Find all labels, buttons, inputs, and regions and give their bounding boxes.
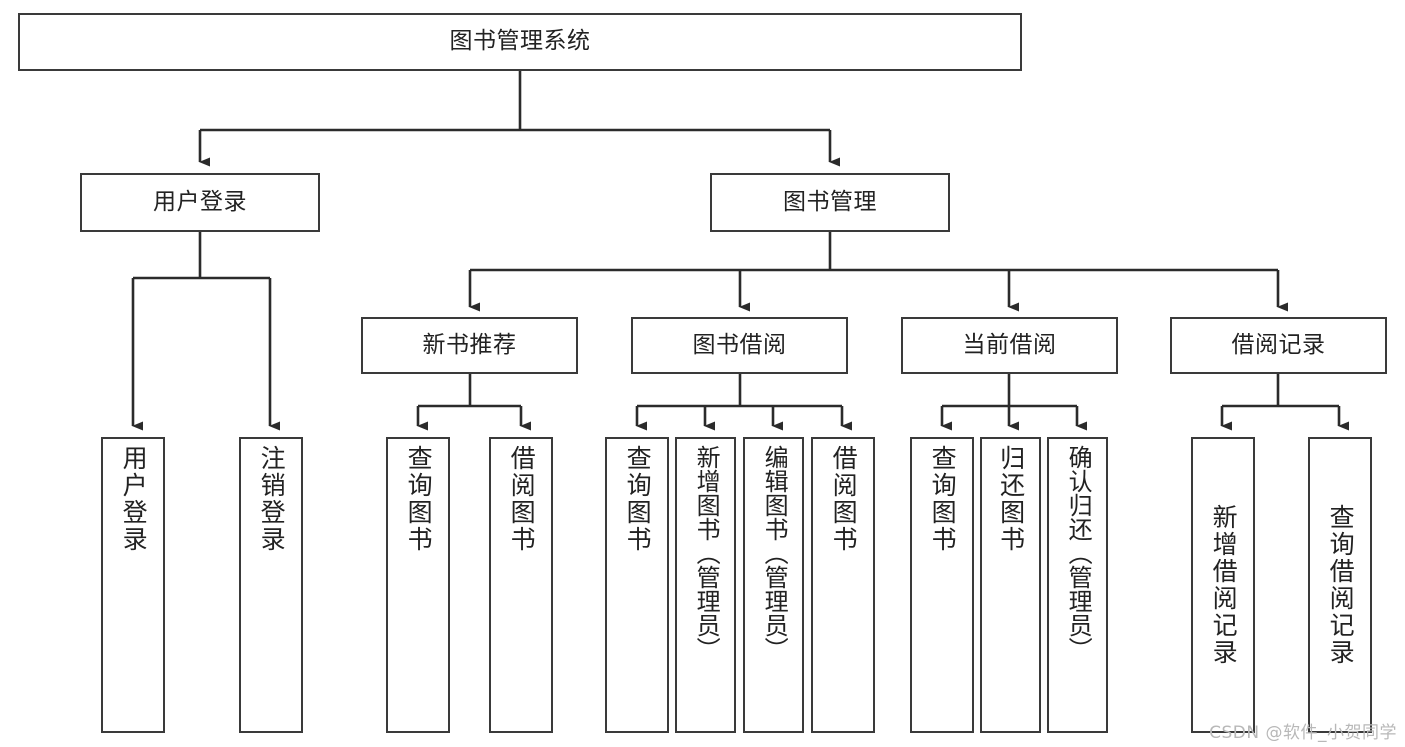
node-label: 用户登录 (153, 188, 247, 215)
node-label: 新增图书（管理员） (692, 445, 721, 661)
leaf-records-query-record[interactable]: 查询借阅记录 (1308, 437, 1372, 733)
node-label: 查询图书 (404, 445, 434, 553)
node-label: 图书管理系统 (449, 28, 591, 55)
node-user-login[interactable]: 用户登录 (80, 173, 320, 232)
node-label: 用户登录 (119, 445, 149, 553)
node-label: 新增借阅记录 (1209, 504, 1239, 666)
node-book-management[interactable]: 图书管理 (710, 173, 950, 232)
leaf-recommend-query-book[interactable]: 查询图书 (386, 437, 450, 733)
leaf-current-confirm-return-admin[interactable]: 确认归还（管理员） (1047, 437, 1108, 733)
leaf-borrow-add-book-admin[interactable]: 新增图书（管理员） (675, 437, 736, 733)
node-label: 当前借阅 (962, 331, 1057, 358)
leaf-user-login-signout[interactable]: 注销登录 (239, 437, 303, 733)
leaf-borrow-borrow-book[interactable]: 借阅图书 (811, 437, 875, 733)
leaf-borrow-edit-book-admin[interactable]: 编辑图书（管理员） (743, 437, 804, 733)
node-label: 借阅图书 (829, 445, 859, 553)
node-label: 归还图书 (996, 445, 1026, 553)
csdn-watermark: CSDN @软件_小贺同学 (1209, 723, 1397, 743)
leaf-records-add-record[interactable]: 新增借阅记录 (1191, 437, 1255, 733)
node-label: 新书推荐 (422, 331, 517, 358)
leaf-current-return-book[interactable]: 归还图书 (980, 437, 1041, 733)
node-label: 查询图书 (928, 445, 958, 553)
node-label: 注销登录 (257, 445, 287, 553)
node-label: 编辑图书（管理员） (760, 445, 789, 661)
leaf-current-query-book[interactable]: 查询图书 (910, 437, 974, 733)
node-borrow-records[interactable]: 借阅记录 (1170, 317, 1387, 374)
node-label: 图书管理 (783, 188, 877, 215)
node-label: 图书借阅 (692, 331, 787, 358)
node-book-borrow[interactable]: 图书借阅 (631, 317, 848, 374)
leaf-recommend-borrow-book[interactable]: 借阅图书 (489, 437, 553, 733)
node-root-system[interactable]: 图书管理系统 (18, 13, 1022, 71)
node-label: 借阅记录 (1231, 331, 1326, 358)
leaf-user-login-signin[interactable]: 用户登录 (101, 437, 165, 733)
leaf-borrow-query-book[interactable]: 查询图书 (605, 437, 669, 733)
node-current-borrow[interactable]: 当前借阅 (901, 317, 1118, 374)
node-label: 查询图书 (623, 445, 653, 553)
node-label: 确认归还（管理员） (1064, 445, 1093, 661)
node-label: 查询借阅记录 (1326, 504, 1356, 666)
node-new-book-recommend[interactable]: 新书推荐 (361, 317, 578, 374)
node-label: 借阅图书 (507, 445, 537, 553)
